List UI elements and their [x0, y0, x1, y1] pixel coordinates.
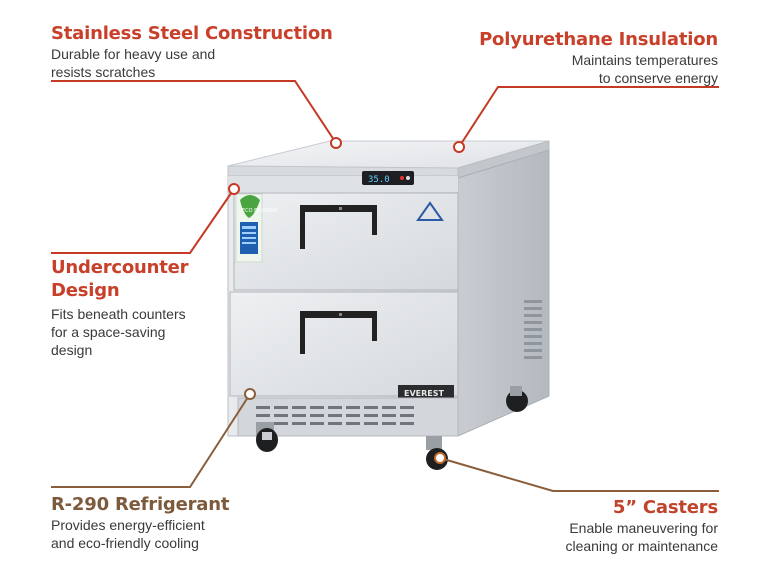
- feature-desc-line: cleaning or maintenance: [565, 538, 718, 554]
- control-strip: [228, 176, 458, 192]
- feature-desc-line: and eco-friendly cooling: [51, 535, 199, 551]
- display-readout: 35.0: [368, 175, 390, 185]
- caster-wheel-icon: [256, 422, 278, 452]
- feature-casters: 5” Casters Enable maneuvering for cleani…: [418, 496, 718, 555]
- feature-refrigerant: R-290 Refrigerant Provides energy-effici…: [51, 493, 351, 552]
- feature-desc-line: Maintains temperatures: [571, 52, 718, 68]
- feature-title: R-290 Refrigerant: [51, 494, 230, 515]
- feature-desc-line: Durable for heavy use and: [51, 46, 216, 62]
- upper-drawer: ECO FRIENDLY: [233, 192, 459, 291]
- feature-title: Design: [51, 280, 120, 301]
- brand-plate: [398, 385, 454, 399]
- feature-desc-line: for a space-saving: [51, 324, 166, 340]
- svg-text:ECO FRIENDLY: ECO FRIENDLY: [242, 208, 279, 214]
- feature-desc-line: resists scratches: [51, 64, 156, 80]
- feature-title: Undercounter: [51, 257, 189, 278]
- feature-desc-line: Fits beneath counters: [51, 306, 186, 322]
- feature-desc-line: Provides energy-efficient: [51, 517, 205, 533]
- feature-insulation: Polyurethane Insulation Maintains temper…: [418, 28, 718, 87]
- feature-title: 5” Casters: [612, 497, 718, 518]
- drawer-handle-icon: [300, 311, 377, 354]
- feature-stainless-steel: Stainless Steel Construction Durable for…: [51, 22, 351, 81]
- thermostat-display: [362, 171, 414, 185]
- feature-desc-line: design: [51, 342, 93, 358]
- callout-lines: [51, 80, 719, 254]
- callout-lines-brown: [51, 393, 719, 492]
- lower-drawer: EVEREST: [229, 291, 459, 399]
- triangle-logo-icon: [416, 201, 444, 221]
- eco-sticker-icon: ECO FRIENDLY: [235, 193, 279, 263]
- feature-title: Polyurethane Insulation: [479, 29, 718, 50]
- side-vent: [524, 300, 542, 359]
- caster-wheel-icon: [506, 386, 528, 412]
- side-panel: [457, 149, 550, 437]
- callout-dots: [228, 137, 465, 464]
- feature-desc-line: to conserve energy: [598, 70, 718, 86]
- feature-undercounter: Undercounter Design Fits beneath counter…: [51, 256, 251, 359]
- kick-plate: [237, 397, 459, 437]
- brand-plate-text: EVEREST: [404, 389, 445, 398]
- feature-desc-line: Enable maneuvering for: [569, 520, 718, 536]
- drawer-handle-icon: [300, 205, 377, 249]
- feature-title: Stainless Steel Construction: [51, 23, 333, 44]
